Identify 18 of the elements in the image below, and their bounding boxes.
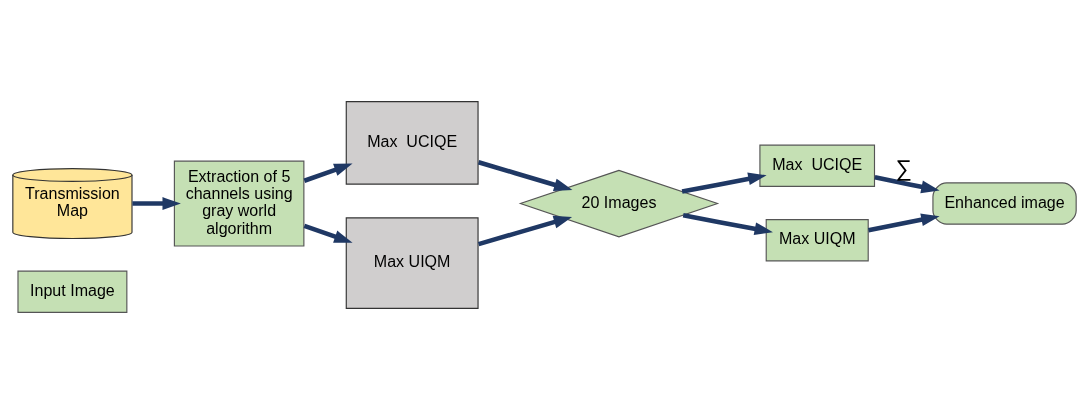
arrow (874, 175, 940, 194)
arrow (868, 213, 940, 233)
arrow (681, 172, 767, 194)
arrow (477, 215, 573, 247)
arrow (303, 223, 353, 243)
node-box: Input Image (17, 270, 128, 313)
node-box: Max UIQM (765, 219, 869, 262)
node-box: Max UIQM (345, 217, 479, 309)
arrow (682, 213, 773, 236)
edge-label: ∑ (895, 155, 912, 182)
node-box: Max UCIQE (759, 144, 876, 187)
arrow (132, 197, 181, 210)
node-diamond: 20 Images (518, 169, 720, 238)
node-box: Extraction of 5 channels using gray world algorithm (173, 160, 305, 247)
node-box: Max UCIQE (345, 101, 479, 185)
node-box: Enhanced image (932, 182, 1077, 225)
arrow (303, 163, 353, 183)
arrow (477, 160, 573, 191)
